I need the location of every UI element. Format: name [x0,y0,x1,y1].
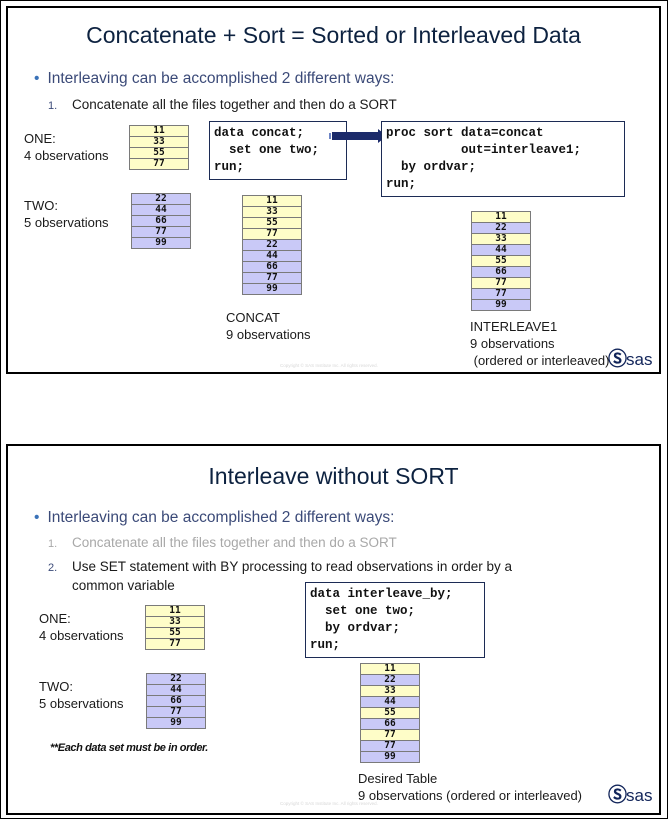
dataset-one-label: ONE: 4 observations [39,611,124,643]
code-line: run; [386,177,417,191]
table-cell: 99 [360,751,420,763]
interleave1-label: INTERLEAVE1 9 observations (ordered or i… [470,319,610,368]
bullet-point: •Interleaving can be accomplished 2 diff… [34,509,395,526]
list-item-1: 1.Concatenate all the files together and… [48,535,397,550]
code-block-interleave-by: data interleave_by; set one two; by ordv… [305,582,485,658]
dataset-one-label: ONE: 4 observations [24,131,109,163]
code-line: data concat; [214,126,305,140]
sas-logo: Ⓢsas [608,785,653,806]
code-line: run; [310,638,341,652]
dataset-two-label: TWO: 5 observations [24,198,109,230]
sas-logo-icon: Ⓢ [608,349,628,370]
slide-title: Interleave without SORT [208,463,459,489]
slide-interleave-without-sort: Interleave without SORT •Interleaving ca… [6,444,661,815]
desired-table-label: Desired Table 9 observations (ordered or… [358,771,583,803]
table-cell: 99 [471,299,531,311]
sas-logo-icon: Ⓢ [608,785,628,806]
copyright-text: Copyright © SAS Institute Inc. All right… [280,363,378,368]
dataset-two-label: TWO: 5 observations [39,679,124,711]
code-line: set one two; [214,143,320,157]
table-cell: 33 [471,233,531,245]
arrow-shaft [332,132,379,140]
table-cell: 77 [145,638,205,650]
code-line: by ordvar; [310,621,401,635]
table-cell: 33 [145,616,205,628]
table-cell: 77 [129,158,189,170]
copyright-text: Copyright © SAS Institute Inc. All right… [280,801,378,806]
table-cell: 99 [131,237,191,249]
bullet-point: •Interleaving can be accomplished 2 diff… [34,70,395,87]
sas-logo: Ⓢsas [608,349,653,370]
code-block-concat: data concat; set one two; run; [209,121,347,180]
concat-label: CONCAT 9 observations [226,310,311,342]
code-line: by ordvar; [386,160,477,174]
code-line: proc sort data=concat [386,126,544,140]
slide-concatenate-sort: Concatenate + Sort = Sorted or Interleav… [6,6,661,374]
arrow-tail [329,133,331,139]
arrow-icon [329,129,387,143]
order-note: **Each data set must be in order. [50,742,208,754]
code-line: run; [214,160,245,174]
list-item-1: 1.Concatenate all the files together and… [48,97,397,112]
code-block-proc-sort: proc sort data=concat out=interleave1; b… [381,121,625,197]
table-cell: 99 [146,717,206,729]
code-line: out=interleave1; [386,143,582,157]
code-line: data interleave_by; [310,587,453,601]
list-item-2: 2.Use SET statement with BY processing t… [48,559,512,593]
table-cell: 99 [242,283,302,295]
slide-title: Concatenate + Sort = Sorted or Interleav… [86,22,581,48]
code-line: set one two; [310,604,416,618]
bullet-dot-icon: • [34,509,40,526]
bullet-dot-icon: • [34,70,40,87]
